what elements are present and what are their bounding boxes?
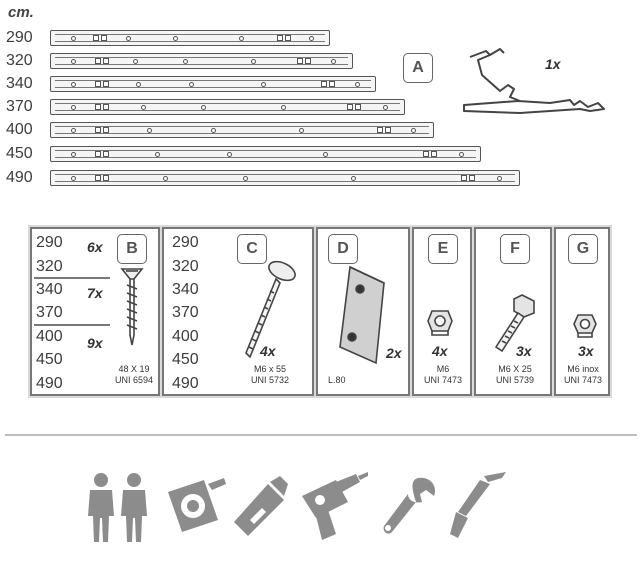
part-c-panel: 290 320 340 370 400 450 490 C 4x M6 x 55… (162, 227, 314, 396)
two-people-icon (88, 473, 147, 542)
wrench-icon (383, 477, 436, 534)
rail-length-label: 290 (6, 29, 33, 46)
part-f-spec: M6 X 25 UNI 5739 (495, 364, 535, 385)
nut-image (427, 310, 453, 336)
part-g-spec: M6 inox UNI 7473 (563, 364, 603, 385)
group-divider (34, 277, 110, 279)
part-f-panel: F 3x M6 X 25 UNI 5739 (474, 227, 552, 396)
part-g-panel: G 3x M6 inox UNI 7473 (554, 227, 610, 396)
rail-400 (50, 122, 434, 138)
size-label: 340 (172, 281, 199, 298)
part-a-quantity: 1x (545, 56, 561, 72)
plate-image (339, 265, 385, 365)
part-e-spec: M6 UNI 7473 (423, 364, 463, 385)
size-label: 320 (172, 258, 199, 275)
part-b-quantity-group-3: 9x (87, 335, 103, 351)
part-e-letter-box: E (428, 234, 458, 264)
part-g-letter-box: G (568, 234, 598, 264)
part-d-panel: D 2x L.80 (316, 227, 410, 396)
rail-length-label: 320 (6, 52, 33, 69)
power-drill-icon (302, 472, 368, 540)
group-divider (34, 324, 110, 326)
size-label: 490 (172, 375, 199, 392)
size-label: 370 (172, 304, 199, 321)
part-b-quantity-group-1: 6x (87, 239, 103, 255)
part-c-spec: M6 x 55 UNI 5732 (250, 364, 290, 385)
part-e-panel: E 4x M6 UNI 7473 (412, 227, 472, 396)
part-f-quantity: 3x (516, 343, 532, 359)
part-b-panel: 290 320 340 370 400 450 490 6x 7x 9x B 4… (30, 227, 160, 396)
rail-length-label: 340 (6, 75, 33, 92)
part-f-letter-box: F (500, 234, 530, 264)
gutter-profile-image (463, 48, 605, 114)
screwdriver-icon (450, 472, 506, 538)
part-a-letter-box: A (403, 53, 433, 83)
unit-label: cm. (8, 4, 34, 21)
rail-290 (50, 30, 330, 46)
part-d-quantity: 2x (386, 345, 402, 361)
size-label: 490 (36, 375, 63, 392)
part-g-quantity: 3x (578, 343, 594, 359)
part-c-letter-box: C (237, 234, 267, 264)
section-divider (5, 434, 637, 436)
carriage-bolt-image (245, 260, 296, 359)
size-label: 450 (172, 351, 199, 368)
part-c-quantity: 4x (260, 343, 276, 359)
rail-490 (50, 170, 520, 186)
rail-320 (50, 53, 353, 69)
size-label: 370 (36, 304, 63, 321)
part-b-quantity-group-2: 7x (87, 285, 103, 301)
size-label: 400 (172, 328, 199, 345)
size-label: 340 (36, 281, 63, 298)
part-b-letter-box: B (117, 234, 147, 264)
wood-screw-image (120, 268, 144, 346)
tape-measure-icon (168, 478, 226, 532)
part-e-quantity: 4x (432, 343, 448, 359)
size-label: 290 (172, 234, 199, 251)
part-d-letter-box: D (328, 234, 358, 264)
size-label: 400 (36, 328, 63, 345)
sealant-tube-icon (234, 476, 288, 536)
rail-length-label: 490 (6, 169, 33, 186)
rail-450 (50, 146, 481, 162)
rail-length-label: 400 (6, 121, 33, 138)
hex-bolt-image (494, 294, 535, 353)
rail-370 (50, 99, 405, 115)
rail-340 (50, 76, 376, 92)
part-b-spec: 48 X 19 UNI 6594 (114, 364, 154, 385)
size-label: 320 (36, 258, 63, 275)
size-label: 450 (36, 351, 63, 368)
part-d-spec: L.80 (328, 375, 346, 385)
size-label: 290 (36, 234, 63, 251)
rail-length-label: 370 (6, 98, 33, 115)
rail-length-label: 450 (6, 145, 33, 162)
inox-nut-image (573, 314, 597, 338)
